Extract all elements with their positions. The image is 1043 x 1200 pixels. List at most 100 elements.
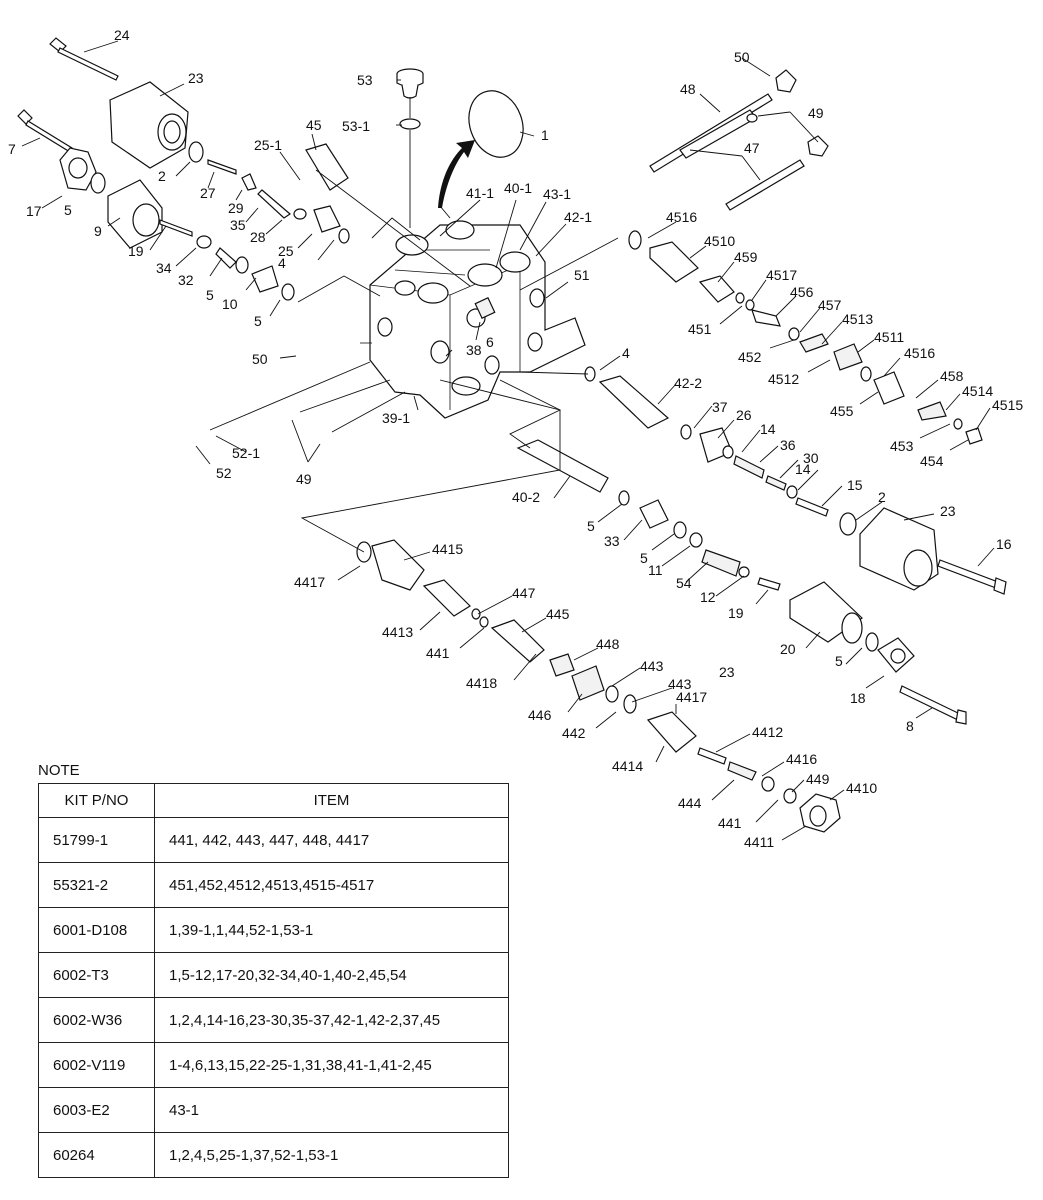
- callout-label: 39-1: [382, 410, 410, 426]
- callout-label: 25: [278, 243, 294, 259]
- callout-label: 29: [228, 200, 244, 216]
- callout-label: 5: [254, 313, 262, 329]
- lower-middle-parts: [516, 439, 967, 725]
- callout-label: 457: [818, 297, 842, 313]
- callout-label: 451: [688, 321, 712, 337]
- item-list-cell: 1-4,6,13,15,22-25-1,31,38,41-1,41-2,45: [154, 1042, 509, 1088]
- callout-label: 49: [808, 105, 824, 121]
- kit-number-cell: 60264: [38, 1132, 155, 1178]
- note-title: NOTE: [38, 762, 80, 779]
- callout-label: 48: [680, 81, 696, 97]
- callout-label: 446: [528, 707, 552, 723]
- callout-label: 35: [230, 217, 246, 233]
- table-header-row: KIT P/NO ITEM: [38, 783, 509, 818]
- kit-number-cell: 6002-V119: [38, 1042, 155, 1088]
- callout-label: 2: [878, 489, 886, 505]
- callout-label: 5: [640, 550, 648, 566]
- callout-label: 52: [216, 465, 232, 481]
- callout-label: 30: [803, 450, 819, 466]
- table-row: 51799-1 441, 442, 443, 447, 448, 4417: [38, 817, 509, 863]
- item-list-cell: 1,5-12,17-20,32-34,40-1,40-2,45,54: [154, 952, 509, 998]
- callout-label: 4512: [768, 371, 799, 387]
- item-list-cell: 451,452,4512,4513,4515-4517: [154, 862, 509, 908]
- callout-label: 50: [252, 351, 268, 367]
- callout-label: 42-2: [674, 375, 702, 391]
- plug-part: [396, 68, 424, 228]
- callout-label: 5: [206, 287, 214, 303]
- callout-label: 11: [648, 562, 663, 578]
- callout-label: 449: [806, 771, 830, 787]
- callout-label: 14: [795, 461, 811, 477]
- kit-number-cell: 6002-T3: [38, 952, 155, 998]
- callout-label: 4417: [676, 689, 707, 705]
- callout-label: 447: [512, 585, 536, 601]
- item-list-cell: 43-1: [154, 1087, 509, 1133]
- callout-label: 45: [306, 117, 322, 133]
- callout-label: 34: [156, 260, 172, 276]
- callout-label: 24: [114, 27, 130, 43]
- callout-label: 4514: [962, 383, 993, 399]
- callout-label: 458: [940, 368, 964, 384]
- callout-label: 41-1: [466, 185, 494, 201]
- callout-label: 5: [587, 518, 595, 534]
- callout-label: 32: [178, 272, 194, 288]
- kit-table: KIT P/NO ITEM 51799-1 441, 442, 443, 447…: [38, 783, 509, 1178]
- callout-label: 18: [850, 690, 866, 706]
- callout-label: 4515: [992, 397, 1023, 413]
- callout-label: 43-1: [543, 186, 571, 202]
- callout-leaders: [21, 40, 995, 841]
- callout-label: 4412: [752, 724, 783, 740]
- callout-label: 4416: [786, 751, 817, 767]
- callout-label: 33: [604, 533, 620, 549]
- callout-label: 38: [466, 342, 482, 358]
- callout-label: 444: [678, 795, 702, 811]
- callout-label: 441: [426, 645, 450, 661]
- item-list-cell: 1,2,4,14-16,23-30,35-37,42-1,42-2,37,45: [154, 997, 509, 1043]
- callout-label: 1: [541, 127, 549, 143]
- callout-label: 459: [734, 249, 758, 265]
- callout-label: 5: [64, 202, 72, 218]
- callout-label: 53: [357, 72, 373, 88]
- callout-label: 26: [736, 407, 752, 423]
- callout-label: 53-1: [342, 118, 370, 134]
- table-row: 6002-W36 1,2,4,14-16,23-30,35-37,42-1,42…: [38, 997, 509, 1043]
- callout-label: 42-1: [564, 209, 592, 225]
- callout-label: 15: [847, 477, 863, 493]
- callout-label: 4413: [382, 624, 413, 640]
- table-row: 6001-D108 1,39-1,1,44,52-1,53-1: [38, 907, 509, 953]
- callout-label: 2: [158, 168, 166, 184]
- callout-label: 23: [719, 664, 735, 680]
- callout-label: 452: [738, 349, 762, 365]
- table-row: 6002-T3 1,5-12,17-20,32-34,40-1,40-2,45,…: [38, 952, 509, 998]
- left-end-cap-parts: [17, 37, 350, 301]
- callout-label: 4513: [842, 311, 873, 327]
- callout-label: 4410: [846, 780, 877, 796]
- callout-label: 28: [250, 229, 266, 245]
- callout-label: 4510: [704, 233, 735, 249]
- callout-label: 36: [780, 437, 796, 453]
- item-list-cell: 441, 442, 443, 447, 448, 4417: [154, 817, 509, 863]
- callout-label: 4511: [874, 329, 904, 345]
- callout-label: 448: [596, 636, 620, 652]
- table-row: 6003-E2 43-1: [38, 1087, 509, 1133]
- callout-label: 8: [906, 718, 914, 734]
- callout-label: 17: [26, 203, 42, 219]
- item-list-cell: 1,2,4,5,25-1,37,52-1,53-1: [154, 1132, 509, 1178]
- callout-label: 49: [296, 471, 312, 487]
- callout-labels: 1 2 2 4 4 5 5 5 5 5 5 6 7 8 9 10 11 12 1…: [8, 27, 1023, 850]
- callout-label: 4: [278, 255, 286, 271]
- callout-label: 20: [780, 641, 796, 657]
- callout-label: 12: [700, 589, 716, 605]
- callout-label: 4411: [744, 834, 774, 850]
- callout-label: 52-1: [232, 445, 260, 461]
- callout-label: 10: [222, 296, 238, 312]
- callout-label: 23: [188, 70, 204, 86]
- callout-label: 5: [835, 653, 843, 669]
- callout-label: 443: [640, 658, 664, 674]
- item-list-cell: 1,39-1,1,44,52-1,53-1: [154, 907, 509, 953]
- callout-label: 37: [712, 399, 728, 415]
- callout-label: 4415: [432, 541, 463, 557]
- upper-right-valve-parts: [628, 230, 983, 445]
- callout-label: 47: [744, 140, 760, 156]
